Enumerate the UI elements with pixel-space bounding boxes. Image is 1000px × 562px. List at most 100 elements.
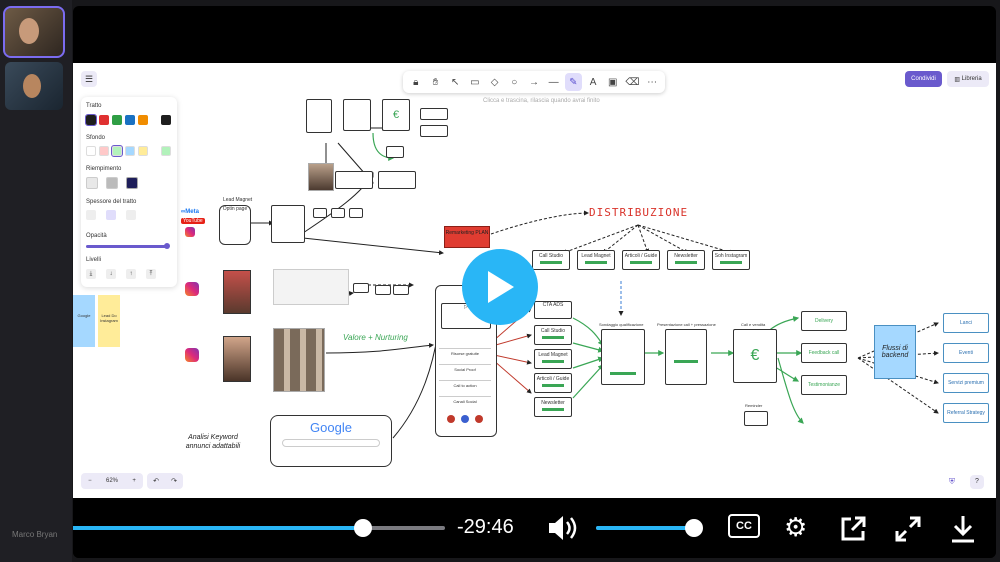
sale-step-box[interactable]: € — [733, 329, 777, 383]
help-icon[interactable]: ? — [970, 475, 984, 489]
funnel-box[interactable]: Call Studio — [534, 325, 572, 345]
progress-handle[interactable] — [353, 519, 372, 537]
volume-track[interactable] — [596, 526, 694, 530]
eraser-icon[interactable]: ⌫ — [625, 76, 640, 88]
funnel-box[interactable]: Lead Magnet — [534, 349, 572, 369]
arrow-icon[interactable]: → — [528, 76, 539, 88]
background-color-swatch[interactable] — [161, 146, 171, 156]
line-icon[interactable]: — — [548, 76, 559, 88]
email-icon — [349, 208, 363, 218]
survey-form-box[interactable] — [306, 99, 332, 133]
closed-captions-icon[interactable]: CC — [728, 514, 760, 538]
funnel-box[interactable]: CTA ADS — [534, 301, 572, 319]
call-studio-small-box[interactable] — [335, 171, 373, 189]
opt-in-page-box[interactable]: Optin page — [219, 205, 251, 245]
fill-hachure-option[interactable] — [86, 177, 98, 189]
rectangle-icon[interactable]: ▭ — [470, 76, 480, 88]
background-color-swatch[interactable] — [125, 146, 135, 156]
backend-flow-box[interactable]: Lanci — [943, 313, 989, 333]
gear-icon[interactable]: ⚙ — [784, 512, 808, 542]
presentation-step-box[interactable] — [665, 329, 707, 385]
ellipse-icon[interactable]: ○ — [511, 76, 518, 88]
background-color-swatch[interactable] — [138, 146, 148, 156]
outcome-box[interactable]: Delivery — [801, 311, 847, 331]
shield-icon[interactable]: ⛨ — [949, 477, 955, 486]
remarketing-plan-box[interactable]: Remarketing PLAN — [444, 226, 490, 248]
green-bar — [674, 360, 698, 363]
whiteboard-canvas[interactable]: ☰ 🔒︎ ✋︎ ↖ ▭ ◇ ○ → — ✎ A ▣ ⌫ ⋯ Clicca e t… — [73, 63, 996, 498]
distribution-box[interactable]: Articoli / Guide — [622, 250, 660, 270]
distribution-box[interactable]: Newsletter — [667, 250, 705, 270]
diamond-icon[interactable]: ◇ — [490, 76, 499, 88]
stroke-extra-bold-option[interactable] — [126, 210, 136, 220]
articles-small-box[interactable] — [378, 171, 416, 189]
menu-icon[interactable]: ☰ — [81, 71, 97, 87]
euro-box[interactable]: € — [382, 99, 410, 131]
stroke-color-swatch[interactable] — [99, 115, 109, 125]
pencil-icon[interactable]: ✎ — [564, 73, 583, 91]
zoom-out-icon[interactable]: − — [88, 478, 92, 484]
send-to-back-icon[interactable]: ⤓ — [86, 269, 96, 279]
pointer-icon[interactable]: ↖ — [451, 76, 460, 88]
distribution-box[interactable]: Call Studio — [532, 250, 570, 270]
participant-thumbnail-2[interactable] — [5, 62, 63, 110]
more-tools-icon[interactable]: ⋯ — [647, 76, 658, 88]
landing-page-box[interactable] — [271, 205, 305, 243]
background-color-swatch[interactable] — [86, 146, 96, 156]
fill-solid-option[interactable] — [126, 177, 138, 189]
fullscreen-icon[interactable] — [894, 515, 922, 543]
download-icon[interactable] — [949, 514, 977, 544]
stroke-thin-option[interactable] — [86, 210, 96, 220]
sticky-note-yellow[interactable]: Lead Do Instagram — [98, 295, 120, 347]
outcome-box[interactable]: Testimonianze — [801, 375, 847, 395]
library-button[interactable]: ▥ Libreria — [947, 71, 989, 87]
zoom-level[interactable]: 62% — [105, 478, 118, 484]
stroke-color-swatch[interactable] — [85, 114, 97, 126]
volume-handle[interactable] — [685, 519, 703, 537]
presentation-box[interactable] — [343, 99, 371, 131]
backend-flow-box[interactable]: Referral Strategy — [943, 403, 989, 423]
stroke-color-swatch[interactable] — [161, 115, 171, 125]
video-player[interactable]: ☰ 🔒︎ ✋︎ ↖ ▭ ◇ ○ → — ✎ A ▣ ⌫ ⋯ Clicca e t… — [73, 6, 996, 558]
image-icon[interactable]: ▣ — [607, 76, 618, 88]
funnel-box[interactable]: Newsletter — [534, 397, 572, 417]
hand-icon[interactable]: ✋︎ — [432, 76, 439, 88]
background-color-swatch[interactable] — [99, 146, 109, 156]
play-overlay-button[interactable] — [462, 249, 538, 325]
fill-crosshatch-option[interactable] — [106, 177, 118, 189]
volume-icon[interactable] — [547, 514, 579, 542]
send-backward-icon[interactable]: ↓ — [106, 269, 116, 279]
survey-step-box[interactable] — [601, 329, 645, 385]
backend-flow-box[interactable]: Servizi premium — [943, 373, 989, 393]
sticky-note-blue[interactable]: Google — [73, 295, 95, 347]
undo-icon[interactable]: ↶ — [153, 478, 159, 485]
opacity-slider[interactable] — [86, 245, 168, 248]
background-color-swatch[interactable] — [111, 145, 123, 157]
bring-to-front-icon[interactable]: ⤒ — [146, 269, 156, 279]
bring-forward-icon[interactable]: ↑ — [126, 269, 136, 279]
lock-icon[interactable]: 🔒︎ — [413, 76, 419, 88]
stroke-color-swatch[interactable] — [125, 115, 135, 125]
stroke-color-swatch[interactable] — [112, 115, 122, 125]
participant-thumbnail-1[interactable] — [3, 6, 65, 58]
delivery-small-box[interactable] — [420, 108, 448, 120]
popout-icon[interactable] — [839, 515, 867, 543]
google-search-mock[interactable]: Google — [270, 415, 392, 467]
stroke-color-swatch[interactable] — [138, 115, 148, 125]
stroke-bold-option[interactable] — [106, 210, 116, 220]
progress-track[interactable] — [73, 526, 445, 530]
outcome-box[interactable]: Feedback call — [801, 343, 847, 363]
distribution-box[interactable]: Lead Magnet — [577, 250, 615, 270]
backend-flows-box[interactable]: Flussi di backend — [874, 325, 916, 379]
text-icon[interactable]: A — [589, 76, 597, 88]
green-bar — [630, 261, 652, 264]
zoom-in-icon[interactable]: + — [132, 478, 136, 484]
funnel-box[interactable]: Articoli / Guide — [534, 373, 572, 393]
share-button[interactable]: Condividi — [905, 71, 942, 87]
presenter-name: Marco Bryan — [12, 530, 58, 539]
testimonial-small-box[interactable] — [420, 125, 448, 137]
backend-flow-box[interactable]: Eventi — [943, 343, 989, 363]
opacity-slider-handle[interactable] — [164, 243, 170, 249]
redo-icon[interactable]: ↷ — [171, 478, 177, 485]
distribution-box[interactable]: Soh Instagram — [712, 250, 750, 270]
